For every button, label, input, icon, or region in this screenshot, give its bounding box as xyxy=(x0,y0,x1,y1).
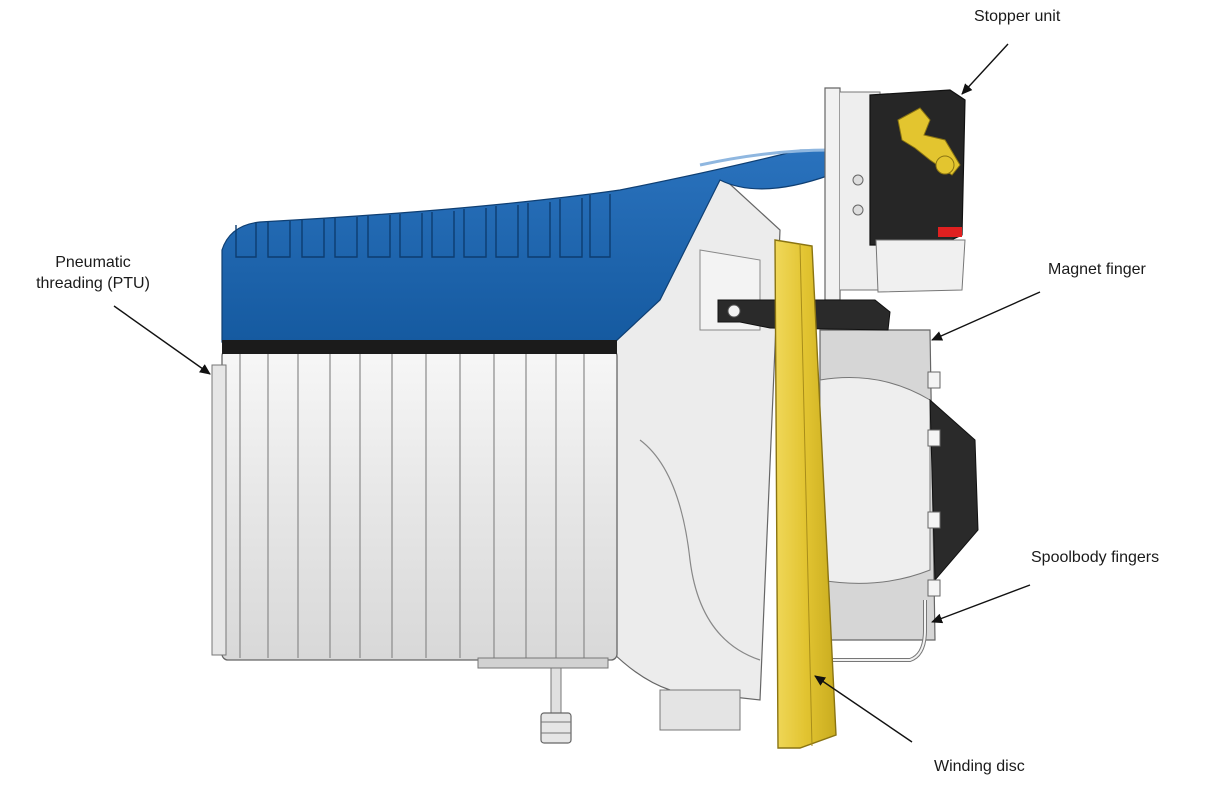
arrow-stopper-unit xyxy=(961,43,1009,95)
callout-arrows xyxy=(113,43,1041,743)
arrow-magnet-finger xyxy=(931,291,1041,341)
label-winding-disc: Winding disc xyxy=(934,758,1025,775)
label-magnet-finger: Magnet finger xyxy=(1048,261,1146,278)
storage-drum xyxy=(211,349,618,744)
label-pneumatic-threading: Pneumatic threading (PTU) xyxy=(36,254,150,292)
winding-disc xyxy=(774,239,837,749)
top-cover xyxy=(221,148,831,354)
spool-body xyxy=(819,329,979,662)
label-spoolbody-fingers: Spoolbody fingers xyxy=(1031,549,1160,566)
label-stopper-unit: Stopper unit xyxy=(974,8,1061,25)
arrow-spoolbody-fingers xyxy=(931,584,1031,624)
stopper-unit xyxy=(869,89,966,293)
arrow-winding-disc xyxy=(814,675,913,743)
arrow-pneumatic-threading xyxy=(113,305,211,375)
